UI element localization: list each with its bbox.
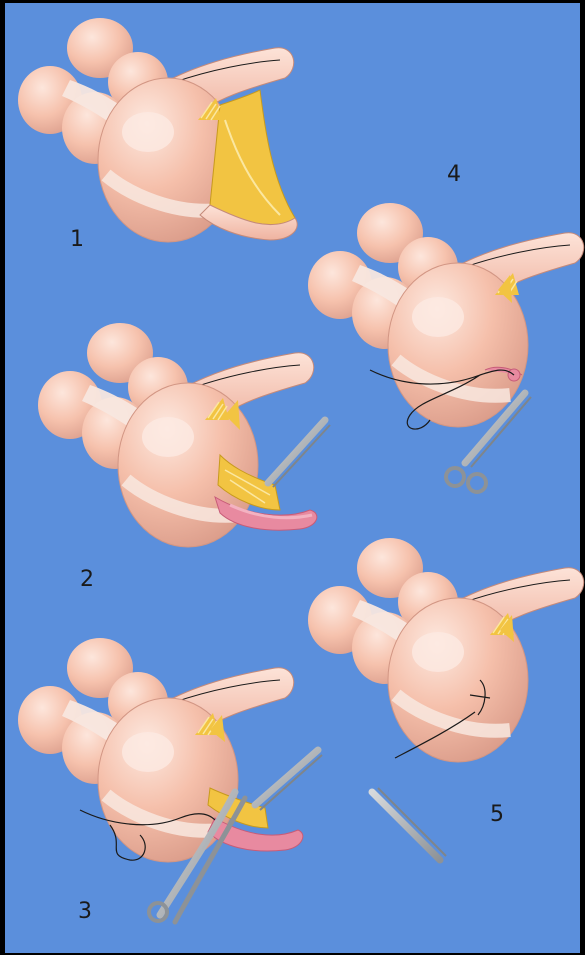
step-label-4: 4 — [447, 162, 461, 187]
step-label-1: 1 — [70, 227, 84, 252]
step-label-3: 3 — [78, 899, 92, 924]
step-label-2: 2 — [80, 567, 94, 592]
step-label-5: 5 — [490, 802, 504, 827]
